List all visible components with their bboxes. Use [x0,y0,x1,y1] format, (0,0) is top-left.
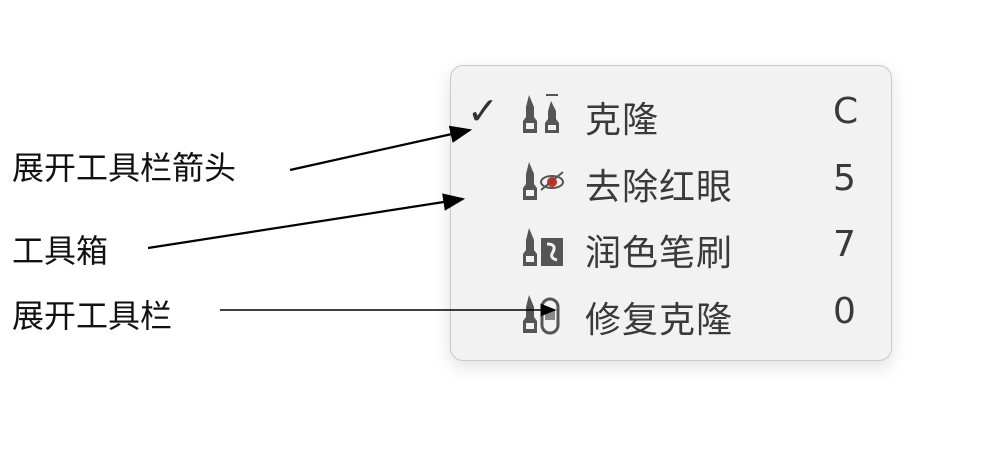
checkmark-icon: ✓ [467,89,499,133]
callout-expand-toolbar: 展开工具栏 [12,297,173,335]
menu-item-clone[interactable]: ✓ 克隆 C [467,89,859,141]
menu-item-retouch-brush[interactable]: 润色笔刷 7 [451,216,891,276]
menu-item-healing-clone[interactable]: 修复克隆 0 [451,283,891,343]
tool-popup-menu: ✓ 克隆 C 去除红眼 5 润色笔刷 7 [450,65,892,361]
healing-clone-icon [523,295,560,335]
arrow-toolbox [147,193,466,250]
callout-toolbox: 工具箱 [12,232,109,270]
clone-stamp-icon [523,94,559,133]
menu-item-red-eye[interactable]: 去除红眼 5 [451,150,891,210]
retouch-brush-icon [523,228,563,266]
callout-expand-arrow: 展开工具栏箭头 [12,149,237,187]
arrow-expand-arrow [289,125,473,172]
red-eye-icon [523,162,564,200]
